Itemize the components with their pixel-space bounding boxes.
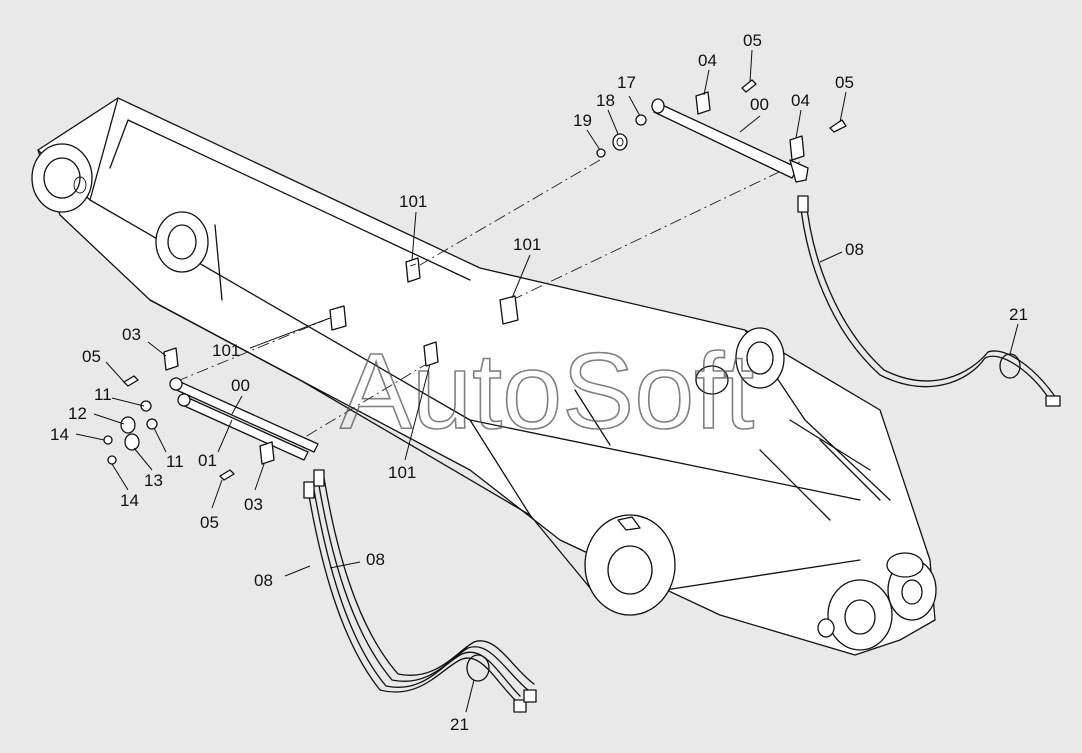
label-01: 01 <box>198 451 217 470</box>
label-08-right: 08 <box>845 240 864 259</box>
lower-clamp-03-b <box>259 441 275 465</box>
upper-fitting-18 <box>612 133 628 151</box>
label-04-top: 04 <box>698 51 717 70</box>
clamp-101-d <box>423 341 439 367</box>
lower-bolt-05-a <box>123 375 139 387</box>
label-08-b: 08 <box>366 550 385 569</box>
upper-fitting-19 <box>596 148 606 158</box>
upper-clamp-04-b <box>789 135 805 161</box>
part-labels: 05 04 17 18 19 00 04 05 08 21 101 101 10… <box>50 31 1028 734</box>
label-21-right: 21 <box>1009 305 1028 324</box>
label-101-a: 101 <box>399 192 427 211</box>
assembly-center-lines <box>117 97 801 441</box>
upper-pipe-00 <box>651 98 809 183</box>
label-18: 18 <box>596 91 615 110</box>
upper-clamp-04-a <box>695 91 711 115</box>
label-11-a: 11 <box>94 385 112 404</box>
label-05-top: 05 <box>743 31 762 50</box>
label-19: 19 <box>573 111 592 130</box>
label-21-bottom: 21 <box>450 715 469 734</box>
label-13: 13 <box>144 471 163 490</box>
lower-clamp-03-a <box>163 347 179 371</box>
clamp-101-b <box>499 295 519 325</box>
label-11-b: 11 <box>166 452 184 471</box>
lower-pipe-00 <box>169 377 319 453</box>
lower-hose-08-a <box>303 481 521 701</box>
label-05-right: 05 <box>835 73 854 92</box>
label-101-d: 101 <box>388 463 416 482</box>
label-05-left: 05 <box>82 347 101 366</box>
boom-foot-boss <box>584 514 676 616</box>
lower-pipe-01 <box>177 393 309 461</box>
label-00-top: 00 <box>750 95 769 114</box>
label-05-bottom: 05 <box>200 513 219 532</box>
label-04-right: 04 <box>791 91 810 110</box>
boom-foot-pin-bosses <box>817 552 937 651</box>
upper-hose-08 <box>797 195 1061 407</box>
upper-fitting-17 <box>635 114 647 126</box>
leader-lines <box>75 49 1019 713</box>
label-12: 12 <box>68 404 87 423</box>
clamp-101-c <box>329 305 347 331</box>
label-03-bottom: 03 <box>244 495 263 514</box>
label-14-b: 14 <box>120 491 139 510</box>
label-08-a: 08 <box>254 571 273 590</box>
watermark: AutoSoft <box>340 330 754 451</box>
boom-mid-boss <box>155 211 209 273</box>
label-03-left: 03 <box>122 325 141 344</box>
upper-bolt-05-b <box>829 119 847 133</box>
label-101-b: 101 <box>513 235 541 254</box>
label-00-left: 00 <box>231 376 250 395</box>
label-17: 17 <box>617 73 636 92</box>
boom-upper-lug <box>695 327 785 395</box>
lower-bolt-05-b <box>219 469 235 481</box>
lower-hose-clamp-21 <box>466 654 490 682</box>
lower-fittings <box>103 400 158 465</box>
label-101-c: 101 <box>212 341 240 360</box>
upper-bolt-05-a <box>741 79 757 93</box>
boom-front-boss <box>31 143 93 213</box>
lower-hose-08-b <box>313 469 537 713</box>
label-14-a: 14 <box>50 425 69 444</box>
clamp-101-a <box>405 257 421 283</box>
